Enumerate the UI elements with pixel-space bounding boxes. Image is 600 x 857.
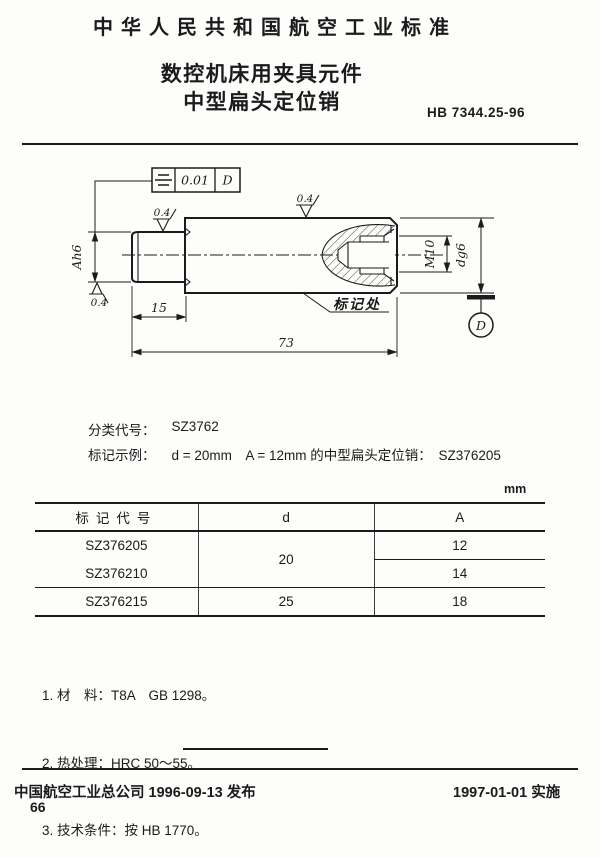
page-number: 66 [30,799,46,815]
note-item: 2. 热处理：HRC 50～55。 [42,755,202,771]
classification-value: SZ3762 [171,419,219,434]
thread-hole [337,228,395,282]
example-value: d = 20mm A = 12mm 的中型扁头定位销： SZ376205 [171,448,501,463]
note-item: 3. 技术条件：按 HB 1770。 [42,823,208,838]
marking-leader [302,292,389,313]
footer-rule [22,768,578,770]
dim-thread: M10 [399,235,452,273]
dim-left-diameter: Ah6 [69,231,131,283]
tolerance-leader [94,180,152,232]
dim-head-length-label: 15 [151,300,167,315]
tolerance-datum: D [221,173,232,188]
unit-label: mm [504,482,527,496]
marking-callout: 标记处 [302,292,389,313]
dim-head-length: 15 [131,286,187,357]
cell-d: 25 [197,587,375,616]
dim-total-length-label: 73 [278,335,294,350]
svg-text:0.4: 0.4 [154,207,171,219]
col-header-a: A [373,503,545,532]
datum-d-symbol: D [467,295,495,338]
cell-code: SZ376215 [85,594,148,609]
cell-code: SZ376210 [35,559,199,588]
cell-a: 18 [373,587,545,616]
symmetry-tolerance-icon [155,174,172,186]
thread-label: M10 [422,240,437,270]
implementation-date: 1997-01-01 实施 [453,785,561,801]
surface-roughness-mark: 0.4 [153,207,177,233]
table-row: SZ376210 14 [35,559,545,588]
dim-right-diameter-label: dg6 [453,243,468,267]
tolerance-frame: 0.01 D [94,167,241,232]
surface-roughness-mark: 0.4 [296,193,320,219]
classification-row: 分类代号： SZ3762 [88,419,219,439]
cell-d: 20 [197,531,375,588]
section-hatch [321,224,396,287]
surface-roughness-mark: 0.4 [89,281,109,309]
classification-label: 分类代号： [88,423,156,438]
svg-text:0.4: 0.4 [91,297,108,309]
dim-right-diameter: dg6 [400,217,494,294]
marking-label: 标记处 [333,296,381,312]
table-row: SZ376205 20 12 [35,531,545,588]
datum-label: D [475,318,486,333]
publisher-line: 中国航空工业总公司 1996-09-13 发布 [14,785,256,801]
cell-a: 12 [373,531,545,560]
cell-code: SZ376205 [85,538,148,554]
col-header-d: d [197,503,375,532]
table-row: SZ376215 25 18 [35,587,545,616]
standard-code: HB 7344.25-96 [427,105,526,120]
document-title-line1: 数控机床用夹具元件 [160,63,364,86]
spec-table: 标记代号 d A SZ376205 20 12 SZ376210 14 SZ37… [35,502,545,617]
part-outline [131,217,398,294]
notes-block: 1. 材 料：T8A GB 1298。 2. 热处理：HRC 50～55。 3.… [42,640,215,857]
header-rule [22,143,578,146]
dim-total-length: 73 [131,297,398,357]
tolerance-value: 0.01 [181,173,209,188]
standard-name-header: 中华人民共和国航空工业标准 [93,17,457,39]
document-title-line2: 中型扁头定位销 [183,91,341,114]
dim-left-diameter-label: Ah6 [69,244,84,270]
cell-a: 14 [373,559,545,588]
footer-short-rule [183,748,328,750]
svg-text:0.4: 0.4 [297,193,314,205]
example-row: 标记示例： d = 20mm A = 12mm 的中型扁头定位销： SZ3762… [88,444,501,464]
example-label: 标记示例： [88,448,156,463]
technical-drawing: 0.01 D Ah6 0.4 0.4 0.4 15 [69,167,495,357]
col-header-code: 标记代号 [35,503,199,532]
note-item: 1. 材 料：T8A GB 1298。 [42,688,216,703]
